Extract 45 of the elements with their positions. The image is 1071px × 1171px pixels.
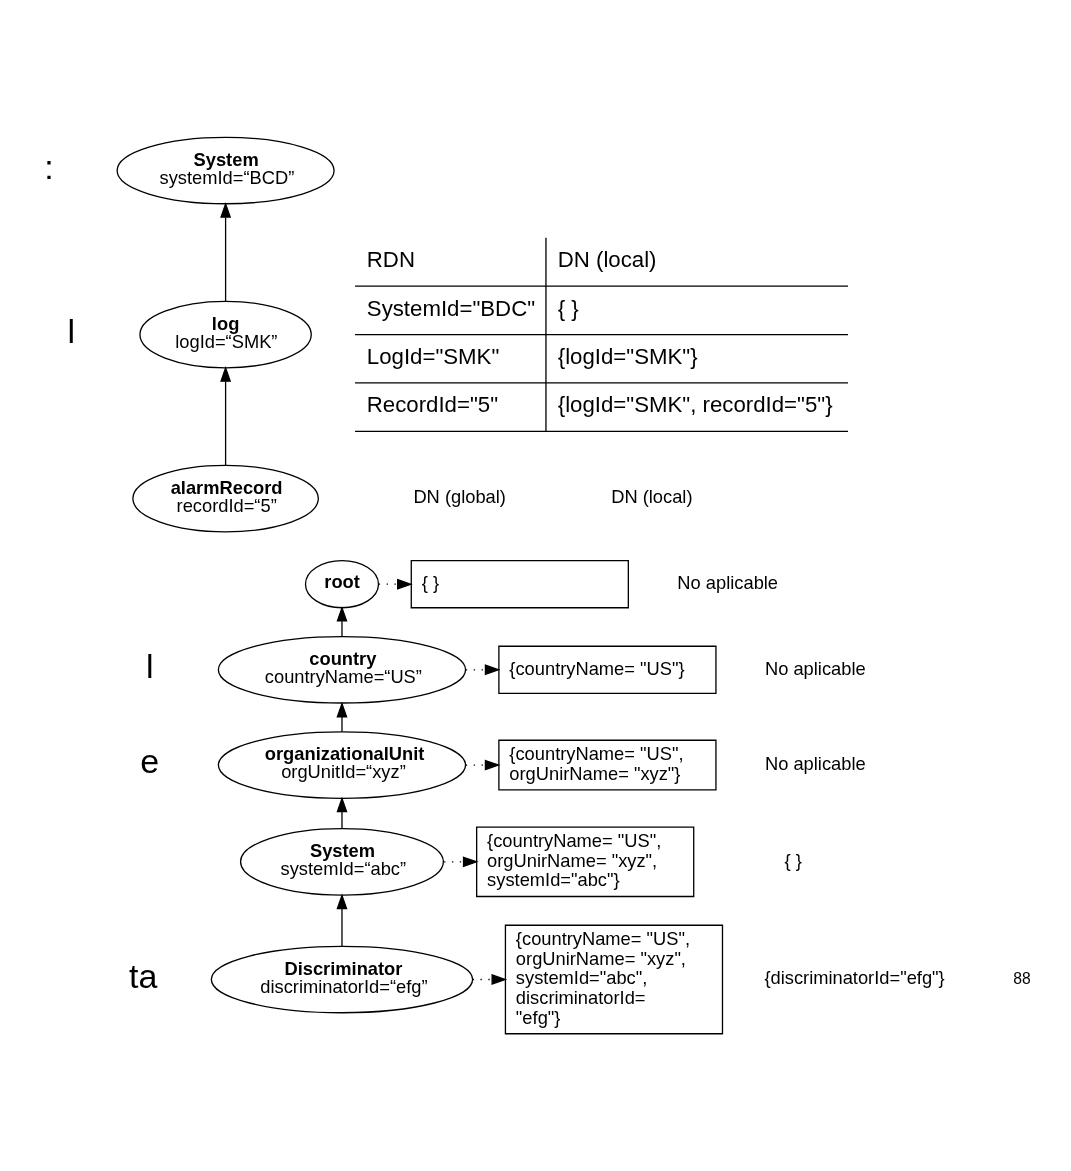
label: No aplicable xyxy=(764,657,866,679)
label: l xyxy=(145,647,154,686)
label: e xyxy=(140,742,160,781)
label: RDN xyxy=(366,247,415,273)
arrow xyxy=(220,202,232,302)
arrow xyxy=(378,578,413,590)
label: DN (local) xyxy=(557,247,657,273)
label: No aplicable xyxy=(677,572,779,594)
label: {logId="SMK"} xyxy=(557,344,698,370)
label: ta xyxy=(129,956,158,995)
node-ellipse: log logId=“SMK” xyxy=(139,300,312,369)
arrow xyxy=(336,605,348,637)
node-ellipse: organizationalUnit orgUnitId=“xyz” xyxy=(217,731,467,799)
arrow xyxy=(465,664,501,676)
node-ellipse: System systemId=“BCD” xyxy=(116,136,335,205)
arrow xyxy=(336,796,348,829)
arrow xyxy=(220,366,232,466)
node-box: {countryName= "US", orgUnirName= "xyz", systemId="abc"} xyxy=(476,826,695,898)
arrow xyxy=(336,893,348,947)
arrow xyxy=(336,701,348,733)
arrow xyxy=(465,759,501,771)
label: DN (global) xyxy=(413,486,506,508)
label: No aplicable xyxy=(764,752,866,774)
label: {discriminatorId="efg"} xyxy=(764,967,945,989)
node-ellipse: alarmRecord recordId=“5” xyxy=(132,464,319,533)
label: { } xyxy=(784,849,802,871)
node-ellipse: country countryName=“US” xyxy=(217,635,467,704)
label: 88 xyxy=(1013,969,1031,987)
node-ellipse: Discriminator discriminatorId=“efg” xyxy=(210,945,474,1014)
label: SystemId="BDC" xyxy=(366,295,536,321)
label: l xyxy=(67,311,76,350)
arrow xyxy=(472,974,508,985)
label: DN (local) xyxy=(611,486,693,508)
node-box: {countryName= "US"} xyxy=(498,645,717,694)
node-ellipse: root xyxy=(304,560,380,609)
node-box: {countryName= "US", orgUnirName= "xyz", systemId="abc", discriminatorId= "efg"} xyxy=(504,924,724,1035)
node-box: { } xyxy=(410,560,629,609)
node-ellipse: System systemId=“abc” xyxy=(239,827,445,896)
label: {logId="SMK", recordId="5"} xyxy=(557,392,833,418)
node-box: {countryName= "US", orgUnirName= "xyz"} xyxy=(498,739,717,791)
label: RecordId="5" xyxy=(366,392,499,418)
label: { } xyxy=(557,295,579,321)
label: : xyxy=(44,147,54,186)
label: LogId="SMK" xyxy=(366,344,500,370)
arrow xyxy=(443,856,479,868)
